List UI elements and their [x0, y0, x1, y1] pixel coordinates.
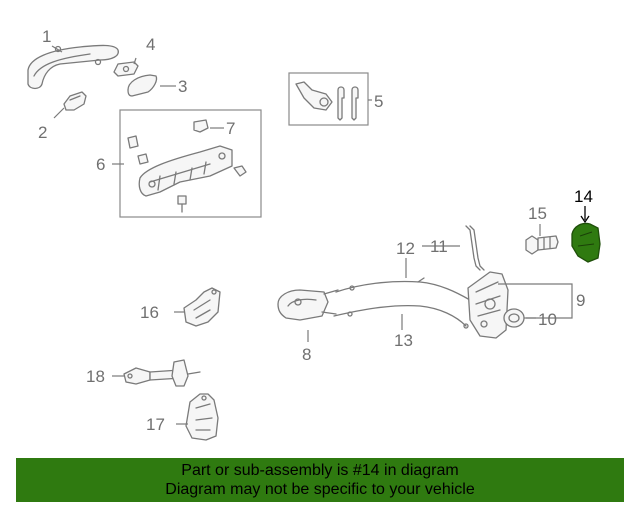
callout-16: 16	[140, 303, 159, 322]
part-5-lock-cylinder-keys	[295, 81, 359, 121]
callout-9: 9	[576, 291, 585, 310]
info-banner: Part or sub-assembly is #14 in diagram D…	[16, 458, 624, 502]
callout-15: 15	[528, 204, 547, 223]
callout-2: 2	[38, 123, 47, 142]
callout-labels: 1 2 3 4 5 6 7 8 9 10 11 12 13 14 15 16 1…	[38, 27, 593, 434]
banner-line-1: Part or sub-assembly is #14 in diagram	[181, 462, 459, 479]
callout-13: 13	[394, 331, 413, 350]
callout-1: 1	[42, 27, 51, 46]
part-13-cable	[333, 304, 469, 329]
part-8-inside-handle	[277, 289, 339, 321]
part-12-cable	[335, 277, 471, 301]
callout-14: 14	[574, 187, 593, 206]
callout-3: 3	[178, 77, 187, 96]
callout-11: 11	[430, 237, 448, 256]
part-6-handle-frame	[127, 135, 247, 213]
part-16-bracket	[183, 287, 221, 327]
part-18-door-check	[123, 359, 201, 387]
callout-12: 12	[396, 239, 415, 258]
banner-line-2: Diagram may not be specific to your vehi…	[165, 481, 475, 498]
part-3-cover	[127, 74, 158, 97]
part-4-gasket	[113, 61, 139, 77]
callout-18: 18	[86, 367, 105, 386]
part-14-highlighted	[571, 222, 601, 263]
part-10-grommet	[503, 308, 525, 328]
callout-10: 10	[538, 310, 557, 329]
callout-4: 4	[146, 35, 155, 54]
callout-7: 7	[226, 119, 235, 138]
part-15-bolt	[525, 235, 559, 255]
part-11-rod	[465, 225, 485, 271]
part-7-clip	[193, 119, 209, 133]
callout-8: 8	[302, 345, 311, 364]
leader-lines	[51, 45, 590, 425]
callout-6: 6	[96, 155, 105, 174]
part-9-latch-assembly	[467, 271, 509, 339]
part-1-outside-handle	[27, 44, 119, 90]
part-5-group-box	[288, 72, 369, 126]
part-2-handle-cap	[63, 91, 87, 111]
callout-5: 5	[374, 92, 383, 111]
callout-17: 17	[146, 415, 165, 434]
part-17-bracket	[185, 393, 219, 441]
